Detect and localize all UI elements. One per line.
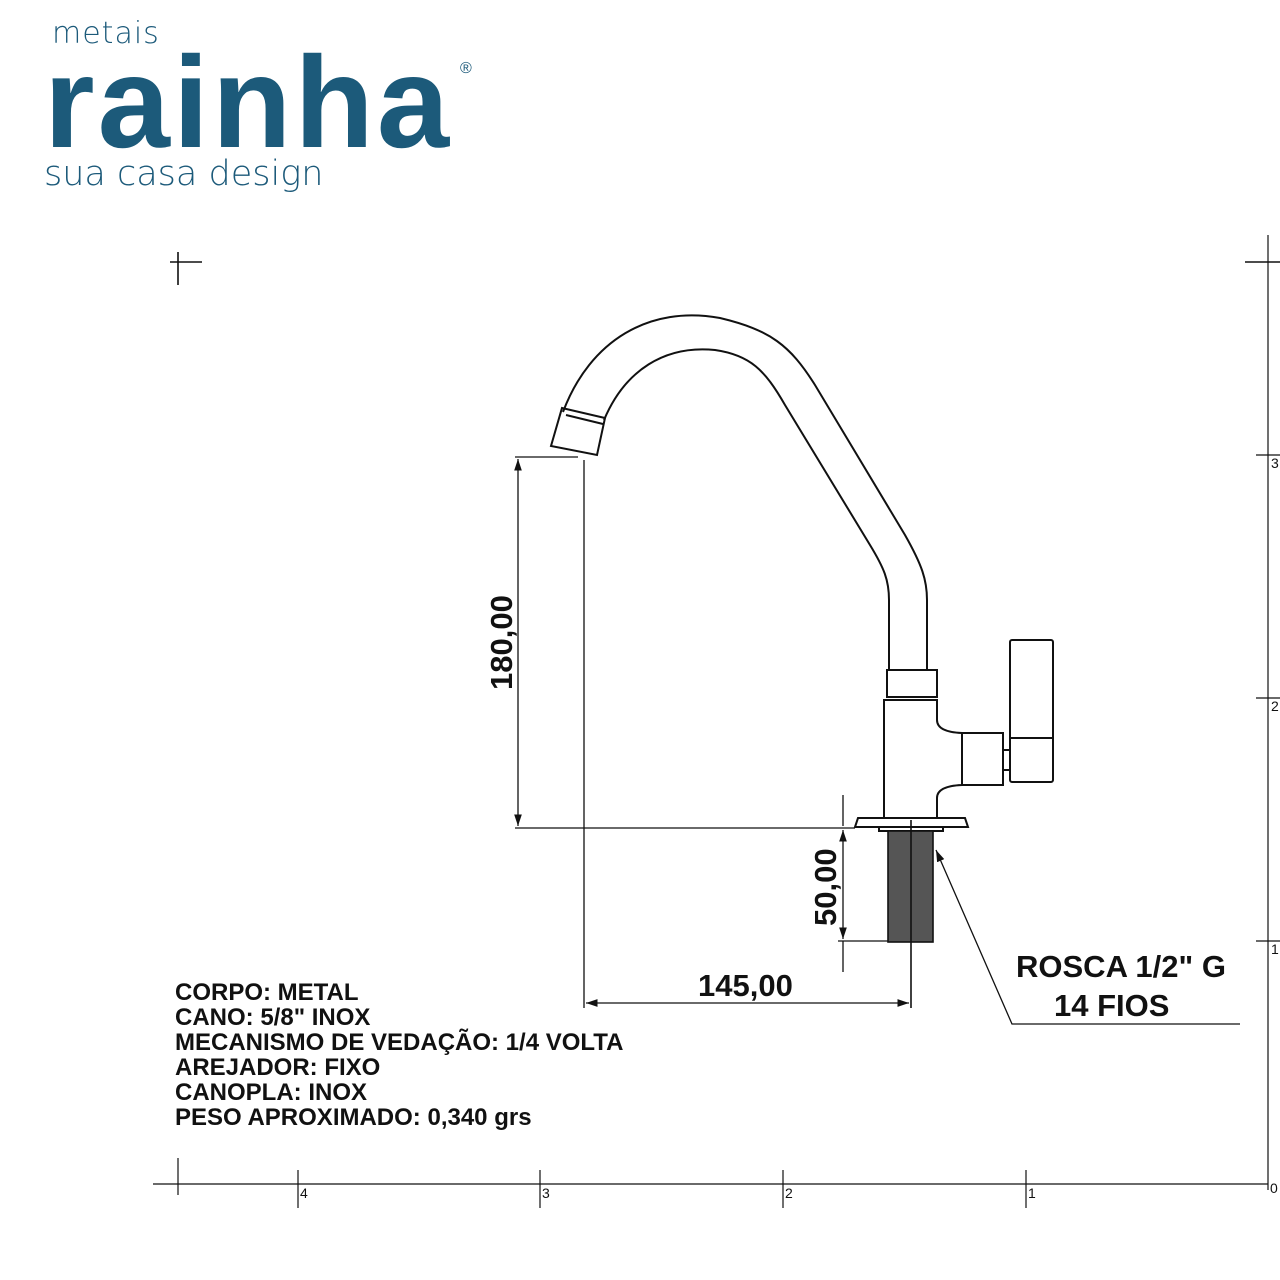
- spec-item: CORPO: METAL: [175, 979, 359, 1006]
- spec-list: CORPO: METAL CANO: 5/8" INOX MECANISMO D…: [175, 980, 623, 1130]
- dimension-reach: 145,00: [698, 968, 793, 1003]
- thread: [887, 820, 934, 1008]
- spec-item: MECANISMO DE VEDAÇÃO: 1/4 VOLTA: [175, 1029, 624, 1056]
- logo-metais: metais: [52, 16, 160, 51]
- thread-note-line1: ROSCA 1/2" G: [1016, 949, 1226, 984]
- logo-registered: ®: [460, 60, 472, 77]
- ruler-label: 2: [785, 1185, 793, 1201]
- ruler-label: 1: [1271, 941, 1279, 957]
- spec-item: CANOPLA: INOX: [175, 1079, 367, 1106]
- spec-item: AREJADOR: FIXO: [175, 1054, 381, 1081]
- dimension-lines: [514, 456, 1240, 1025]
- ruler-label: 3: [542, 1185, 550, 1201]
- ruler-label: 1: [1028, 1185, 1036, 1201]
- ruler-right: [1256, 235, 1280, 1190]
- spout: [562, 314, 928, 670]
- logo-brand: rainha: [44, 29, 453, 175]
- dimension-thread: 50,00: [808, 848, 843, 926]
- ruler-label: 2: [1271, 698, 1279, 714]
- spec-item: CANO: 5/8" INOX: [175, 1004, 371, 1031]
- thread-note-line2: 14 FIOS: [1054, 988, 1169, 1023]
- aerator: [549, 406, 607, 457]
- spec-item: PESO APROXIMADO: 0,340 grs: [175, 1104, 532, 1131]
- dimension-height: 180,00: [484, 595, 519, 690]
- valve-body: [853, 639, 1054, 832]
- handle: [1009, 639, 1054, 783]
- logo-tagline: sua casa design: [44, 154, 324, 194]
- ruler-label: 3: [1271, 455, 1279, 471]
- ruler-label: 4: [300, 1185, 308, 1201]
- corner-mark: [170, 252, 202, 285]
- ruler-origin: 0: [1270, 1180, 1278, 1196]
- ruler-bottom: [153, 1158, 1268, 1208]
